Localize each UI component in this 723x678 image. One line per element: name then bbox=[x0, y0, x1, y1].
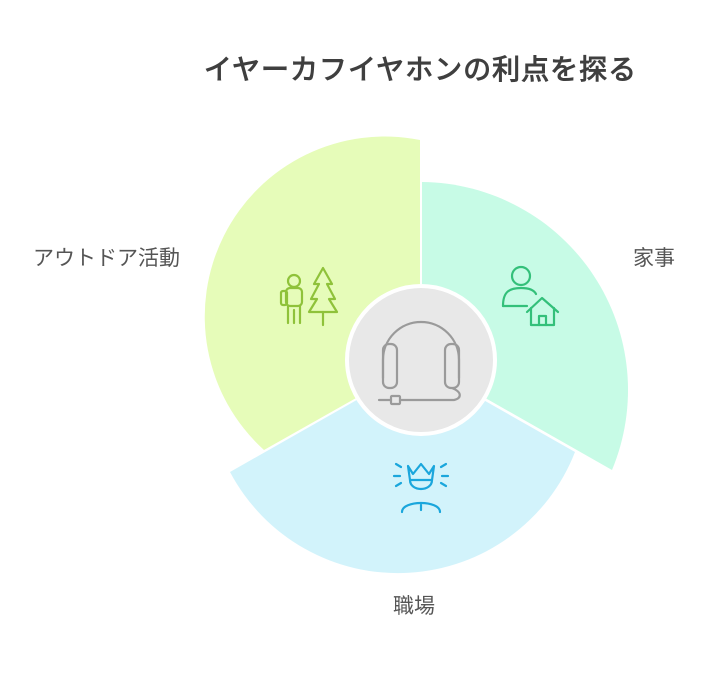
label-workplace: 職場 bbox=[393, 594, 435, 618]
center-hub bbox=[345, 284, 497, 436]
segment-workplace[interactable] bbox=[230, 364, 575, 574]
label-outdoor: アウトドア活動 bbox=[33, 246, 180, 270]
crowned-person-icon bbox=[392, 462, 450, 514]
segment-housework[interactable] bbox=[422, 182, 629, 470]
diagram-title: イヤーカフイヤホンの利点を探る bbox=[203, 53, 638, 86]
label-housework: 家事 bbox=[633, 246, 675, 270]
hiker-tree-icon bbox=[279, 266, 339, 327]
person-house-icon bbox=[501, 265, 560, 327]
headset-icon bbox=[377, 320, 461, 406]
